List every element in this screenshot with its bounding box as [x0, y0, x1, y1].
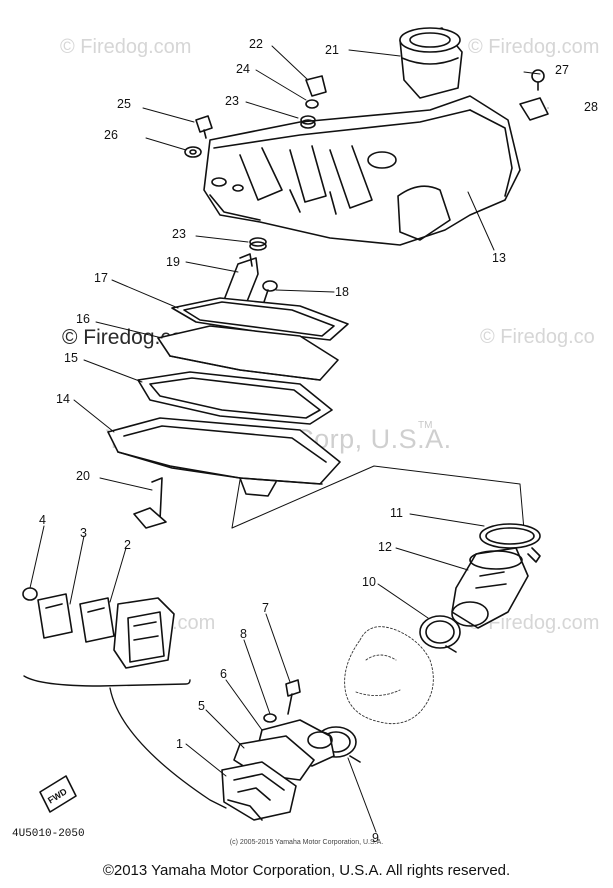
part-13-airbox	[203, 95, 521, 246]
part-3b-reed-petal	[37, 593, 73, 639]
callout-3: 3	[80, 526, 87, 540]
callout-23-top: 23	[225, 94, 239, 108]
callout-27: 27	[555, 63, 569, 77]
part-4-screw	[22, 587, 38, 601]
callout-8: 8	[240, 627, 247, 641]
callout-22: 22	[249, 37, 263, 51]
part-12-joint	[451, 547, 529, 629]
callout-2: 2	[124, 538, 131, 552]
watermark-lower-right: © Firedog.com	[468, 612, 600, 634]
part-2-reed-block	[113, 597, 175, 669]
copyright-small: (c) 2005-2015 Yamaha Motor Corporation, …	[229, 839, 384, 846]
part-8-washer	[263, 713, 277, 723]
callout-17: 17	[94, 271, 108, 285]
watermark-top-right: © Firedog.com	[468, 36, 600, 58]
callout-20: 20	[76, 469, 90, 483]
callout-28: 28	[584, 100, 598, 114]
callout-4: 4	[39, 513, 46, 527]
part-10-clamp	[419, 615, 461, 653]
part-15-gasket	[137, 371, 333, 425]
callout-6: 6	[220, 667, 227, 681]
callout-15: 15	[64, 351, 78, 365]
part-22-nut	[305, 75, 327, 97]
part-21-cap	[399, 27, 463, 99]
callout-5: 5	[198, 699, 205, 713]
watermark-lower-left: .com	[172, 612, 216, 634]
part-23-grommet-mid	[249, 237, 267, 251]
part-25-bolt	[195, 115, 213, 139]
callout-23-mid: 23	[172, 227, 186, 241]
copyright-notice: ©2013 Yamaha Motor Corporation, U.S.A. A…	[102, 862, 511, 879]
callout-13: 13	[492, 251, 506, 265]
part-28-clip	[519, 97, 549, 121]
part-24-washer	[305, 99, 319, 109]
callout-16: 16	[76, 312, 90, 326]
part-17-gasket	[171, 297, 349, 341]
callout-18: 18	[335, 285, 349, 299]
callout-21: 21	[325, 43, 339, 57]
callout-12: 12	[378, 540, 392, 554]
watermark-top-left: © Firedog.com	[60, 36, 192, 58]
callout-7: 7	[262, 601, 269, 615]
callout-11: 11	[390, 506, 403, 520]
fwd-arrow	[39, 775, 77, 813]
callout-25: 25	[117, 97, 131, 111]
part-18-screw	[262, 280, 278, 303]
part-26-washer	[184, 146, 202, 158]
part-20-bolt	[133, 477, 167, 529]
callout-24: 24	[236, 62, 250, 76]
part-3-reed-petal	[79, 597, 115, 643]
callout-10: 10	[362, 575, 376, 589]
callout-1: 1	[176, 737, 183, 751]
callout-14: 14	[56, 392, 70, 406]
part-23-grommet-top	[300, 115, 316, 129]
part-7-screw	[285, 679, 301, 715]
callout-9: 9	[372, 831, 379, 845]
part-code: 4U5010-2050	[12, 828, 85, 840]
callout-26: 26	[104, 128, 118, 142]
part-14-intake-base	[107, 417, 341, 497]
part-1-reed-valve	[221, 761, 297, 821]
watermark-mid-right: © Firedog.co	[480, 326, 595, 348]
callout-19: 19	[166, 255, 180, 269]
part-16-plate	[157, 325, 339, 381]
part-11-clamp	[479, 523, 541, 563]
ghost-carburetor	[344, 626, 434, 725]
watermark-center-tm: TM	[418, 420, 433, 431]
